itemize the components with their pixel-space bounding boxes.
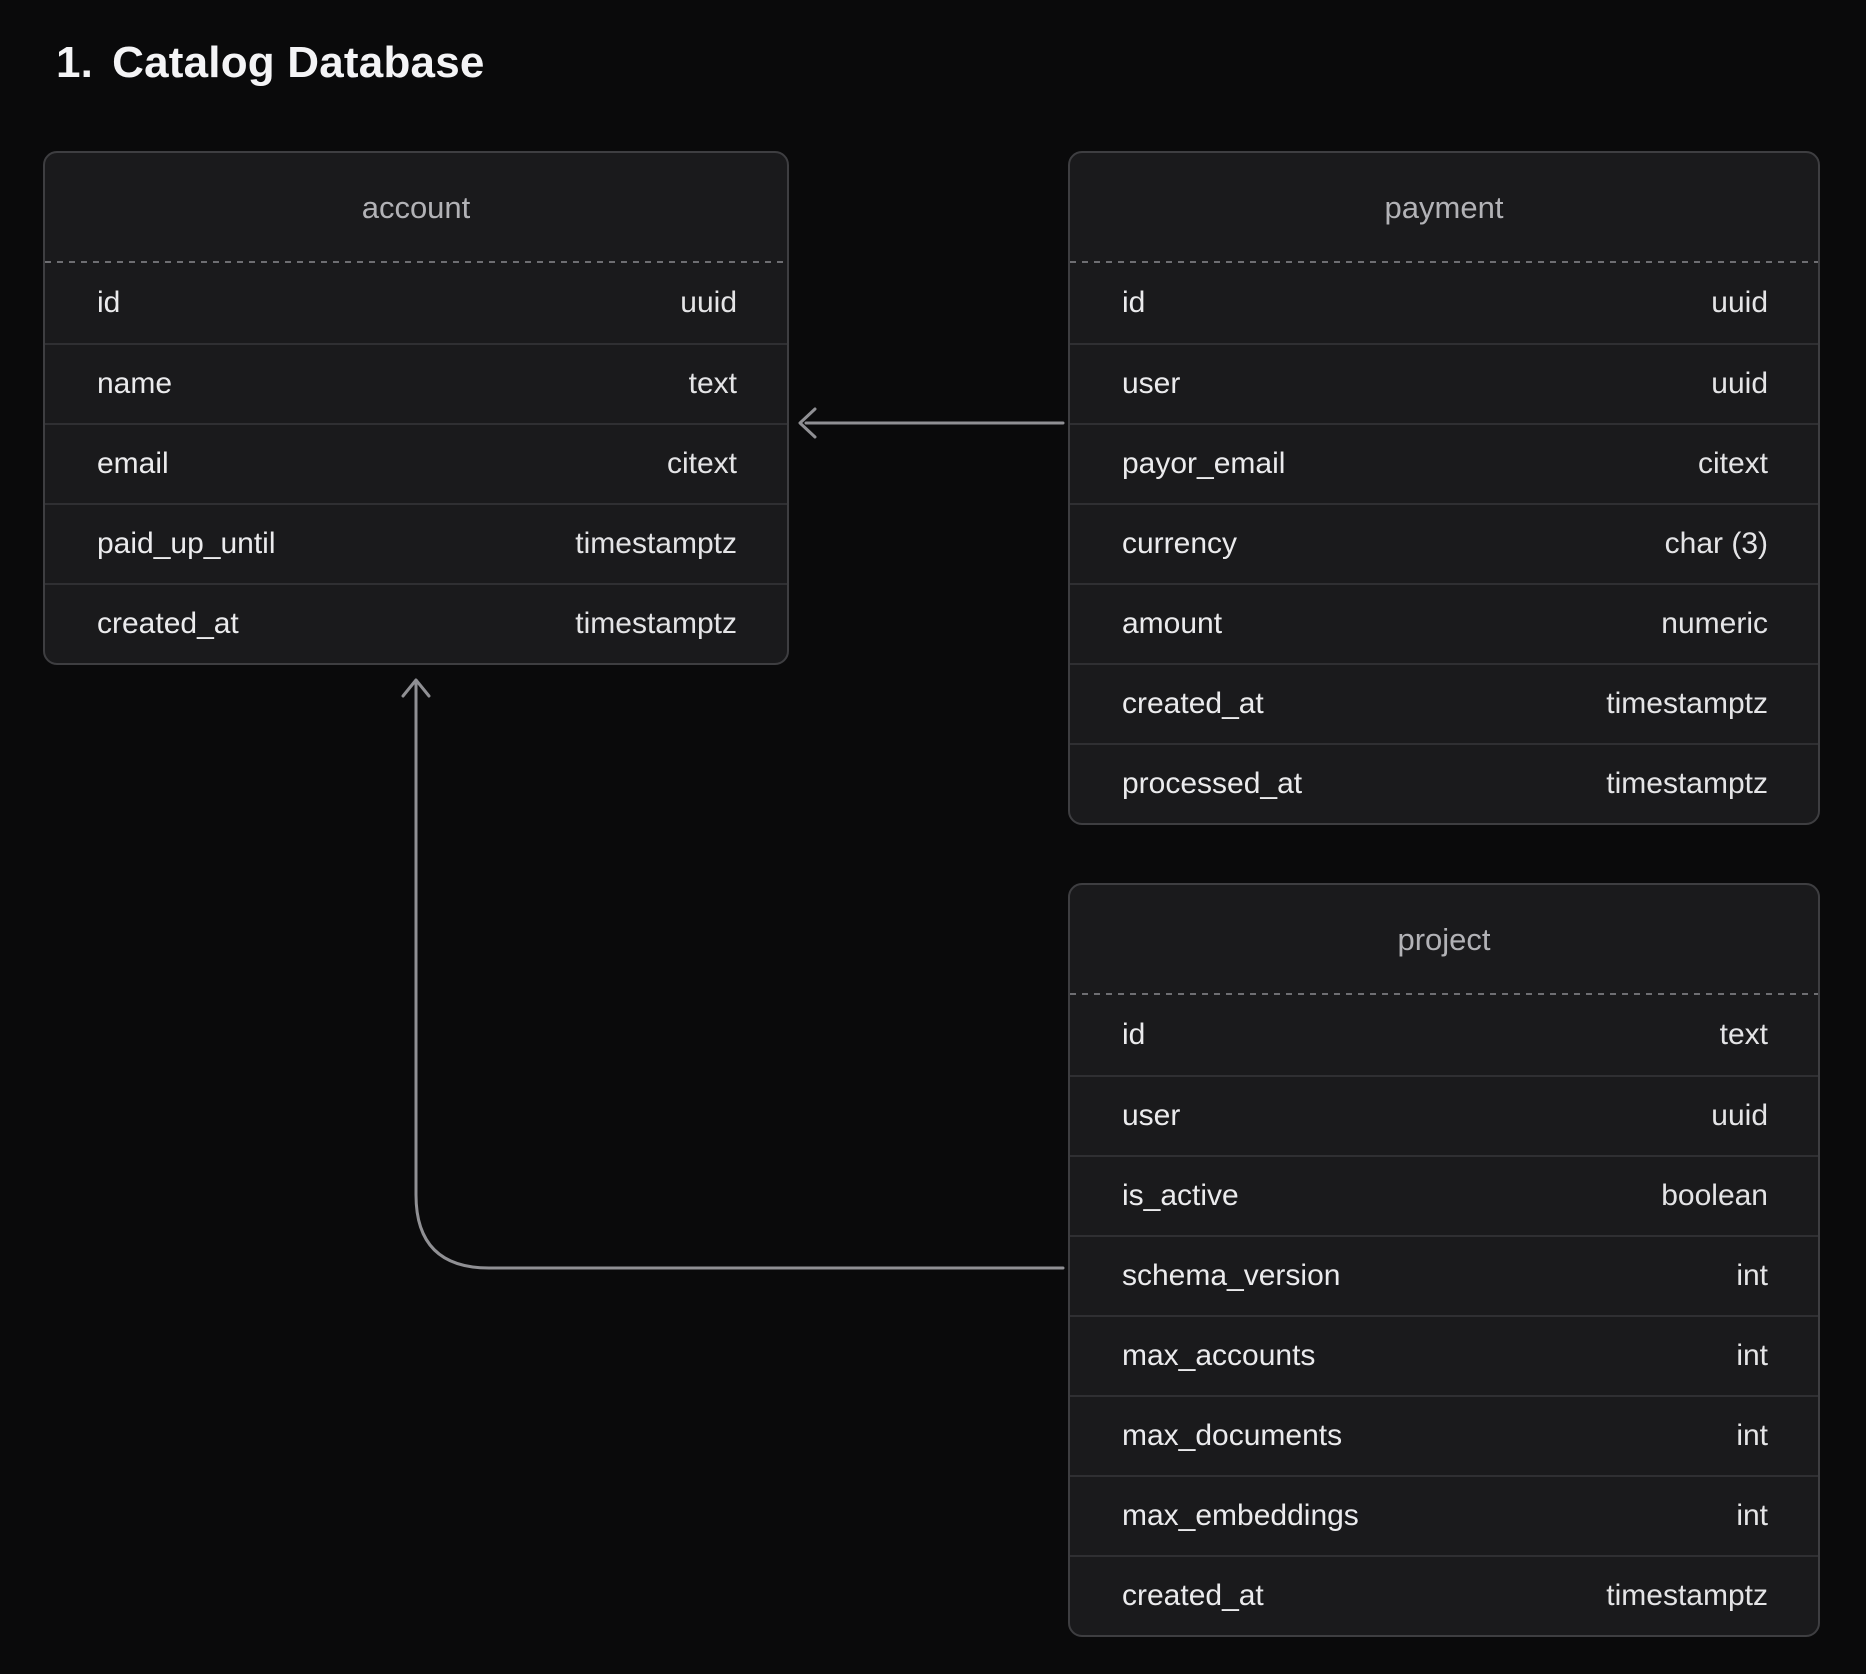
field-name: processed_at [1122, 767, 1303, 800]
table-account[interactable]: account id uuid name text email citext p… [43, 151, 789, 665]
field-type: int [1736, 1259, 1768, 1292]
page-title-number: 1. [56, 38, 94, 87]
table-payment-rows: id uuid user uuid payor_email citext cur… [1070, 263, 1818, 823]
field-type: citext [1697, 447, 1768, 480]
field-type: char (3) [1664, 527, 1768, 560]
connector-payment-account[interactable] [798, 407, 1065, 439]
arrowhead-left-icon [798, 407, 817, 439]
field-name: paid_up_until [97, 527, 276, 560]
field-type: uuid [1711, 1099, 1768, 1132]
field-name: max_documents [1122, 1419, 1343, 1452]
table-row: email citext [45, 423, 787, 503]
table-row: id text [1070, 995, 1818, 1075]
field-type: timestamptz [1606, 687, 1768, 720]
field-name: created_at [1122, 1579, 1264, 1612]
table-row: schema_version int [1070, 1235, 1818, 1315]
field-type: int [1736, 1339, 1768, 1372]
table-row: id uuid [45, 263, 787, 343]
field-type: int [1736, 1499, 1768, 1532]
table-row: user uuid [1070, 1075, 1818, 1155]
table-row: amount numeric [1070, 583, 1818, 663]
field-type: uuid [1711, 367, 1768, 400]
table-project[interactable]: project id text user uuid is_active bool… [1068, 883, 1820, 1637]
page-title: 1. Catalog Database [56, 38, 485, 88]
field-type: citext [666, 447, 737, 480]
field-name: schema_version [1122, 1259, 1341, 1292]
field-type: uuid [1711, 286, 1768, 319]
table-row: currency char (3) [1070, 503, 1818, 583]
field-type: uuid [680, 286, 737, 319]
table-payment[interactable]: payment id uuid user uuid payor_email ci… [1068, 151, 1820, 825]
field-type: text [1719, 1018, 1768, 1051]
table-row: max_embeddings int [1070, 1475, 1818, 1555]
field-type: numeric [1661, 607, 1768, 640]
table-name: account [361, 190, 471, 225]
table-project-header: project [1070, 885, 1818, 995]
table-row: name text [45, 343, 787, 423]
table-row: payor_email citext [1070, 423, 1818, 503]
field-name: max_embeddings [1122, 1499, 1359, 1532]
arrowhead-up-icon [401, 678, 431, 698]
field-name: id [1122, 286, 1146, 319]
field-name: currency [1122, 527, 1238, 560]
field-name: id [97, 286, 121, 319]
table-row: processed_at timestamptz [1070, 743, 1818, 823]
field-type: int [1736, 1419, 1768, 1452]
table-row: max_documents int [1070, 1395, 1818, 1475]
table-account-rows: id uuid name text email citext paid_up_u… [45, 263, 787, 663]
table-row: user uuid [1070, 343, 1818, 423]
table-project-rows: id text user uuid is_active boolean sche… [1070, 995, 1818, 1635]
table-name: payment [1384, 190, 1504, 225]
field-name: payor_email [1122, 447, 1286, 480]
field-name: user [1122, 367, 1181, 400]
table-row: is_active boolean [1070, 1155, 1818, 1235]
field-name: amount [1122, 607, 1223, 640]
field-name: user [1122, 1099, 1181, 1132]
connector-project-account[interactable] [401, 678, 1065, 1270]
table-row: created_at timestamptz [45, 583, 787, 663]
field-type: boolean [1661, 1179, 1768, 1212]
table-row: paid_up_until timestamptz [45, 503, 787, 583]
table-row: max_accounts int [1070, 1315, 1818, 1395]
field-name: id [1122, 1018, 1146, 1051]
page-title-text: Catalog Database [112, 38, 485, 87]
field-name: max_accounts [1122, 1339, 1316, 1372]
table-account-header: account [45, 153, 787, 263]
field-name: name [97, 367, 173, 400]
field-type: timestamptz [575, 607, 737, 640]
table-name: project [1397, 922, 1491, 957]
table-payment-header: payment [1070, 153, 1818, 263]
field-name: created_at [97, 607, 239, 640]
field-type: text [688, 367, 737, 400]
field-name: email [97, 447, 169, 480]
field-name: is_active [1122, 1179, 1239, 1212]
field-name: created_at [1122, 687, 1264, 720]
field-type: timestamptz [575, 527, 737, 560]
field-type: timestamptz [1606, 767, 1768, 800]
table-row: created_at timestamptz [1070, 1555, 1818, 1635]
table-row: created_at timestamptz [1070, 663, 1818, 743]
field-type: timestamptz [1606, 1579, 1768, 1612]
table-row: id uuid [1070, 263, 1818, 343]
